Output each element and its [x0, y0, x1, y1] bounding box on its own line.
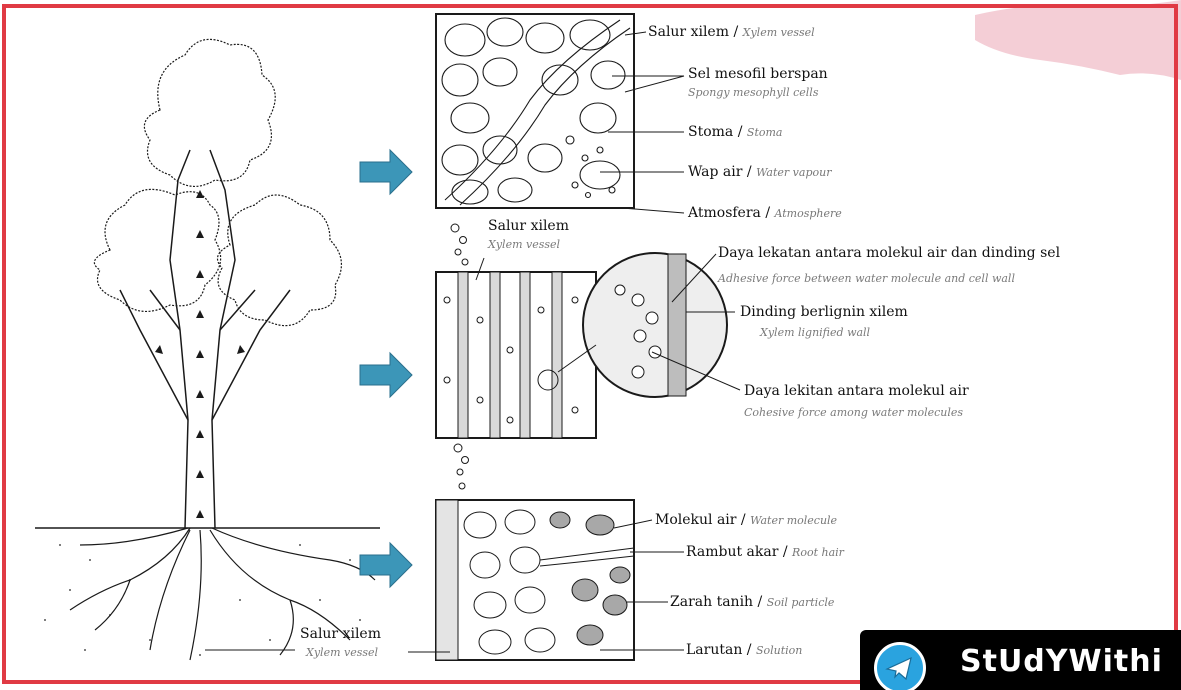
label-cohesive-force: Daya lekitan antara molekul air	[744, 383, 969, 399]
label-spongy-mesophyll: Sel mesofil berspan	[688, 66, 828, 82]
blue-arrows	[360, 150, 412, 587]
label-stoma: Stoma / Stoma	[688, 124, 782, 141]
watermark-text: StUdYWithi	[960, 644, 1163, 679]
label-adhesive-force: Daya lekatan antara molekul air dan dind…	[718, 245, 1060, 261]
label-water-vapour: Wap air / Water vapour	[688, 164, 831, 181]
root-section-box	[436, 500, 634, 660]
label-soil-particle: Zarah tanih / Soil particle	[670, 594, 834, 611]
xylem-section-box	[436, 253, 727, 438]
tree-trunk	[120, 150, 290, 528]
label-spongy-mesophyll-en: Spongy mesophyll cells	[688, 86, 818, 99]
label-xylem-vessel-mid-en: Xylem vessel	[488, 238, 560, 251]
label-xylem-vessel-mid: Salur xilem	[488, 218, 569, 234]
tree-crown	[94, 39, 341, 325]
brush-stroke-decoration	[975, 0, 1181, 80]
label-xylem-vessel-bottom-en: Xylem vessel	[306, 646, 378, 659]
label-atmosphere: Atmosfera / Atmosphere	[688, 205, 842, 222]
label-xylem-vessel-bottom: Salur xilem	[300, 626, 381, 642]
label-root-hair: Rambut akar / Root hair	[686, 544, 844, 561]
leaf-section-box	[436, 14, 634, 208]
label-lignified-wall-en: Xylem lignified wall	[760, 326, 870, 339]
telegram-icon	[874, 642, 926, 690]
watermark-badge: StUdYWithi	[860, 630, 1181, 690]
label-solution: Larutan / Solution	[686, 642, 802, 659]
label-adhesive-force-en: Adhesive force between water molecule an…	[718, 272, 1015, 285]
label-xylem-vessel-top: Salur xilem / Xylem vessel	[648, 24, 815, 41]
label-lignified-wall: Dinding berlignin xilem	[740, 304, 908, 320]
label-water-molecule: Molekul air / Water molecule	[655, 512, 837, 529]
label-cohesive-force-en: Cohesive force among water molecules	[744, 406, 963, 419]
